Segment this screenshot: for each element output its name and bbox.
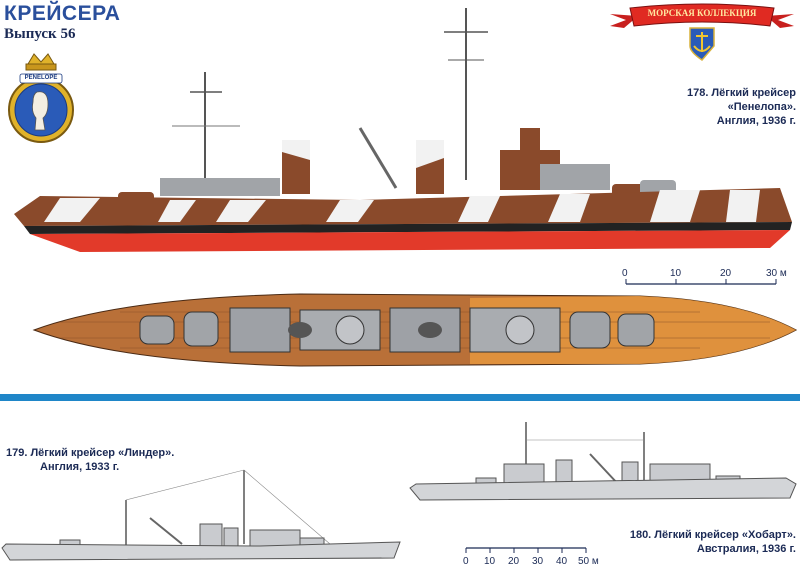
caption-penelope-line2: «Пенелопа». <box>727 101 796 113</box>
penelope-side-profile <box>0 0 800 260</box>
scale-top-tick-0: 0 <box>622 268 628 279</box>
caption-hobart: 180. Лёгкий крейсер «Хобарт». Австралия,… <box>576 528 796 556</box>
caption-hobart-line1: 180. Лёгкий крейсер «Хобарт». <box>629 529 796 541</box>
scale-top-tick-20: 20 <box>720 268 732 279</box>
crest-name-label: PENELOPE <box>24 75 58 81</box>
series-title: КРЕЙСЕРА <box>4 2 121 25</box>
caption-penelope: 178. Лёгкий крейсер «Пенелопа». Англия, … <box>616 86 796 128</box>
section-divider <box>0 394 800 401</box>
scale-bottom-tick-10: 10 <box>484 556 496 567</box>
hobart-side-profile <box>406 414 800 516</box>
scale-bar-top: 0 10 20 30 м <box>616 264 796 294</box>
caption-penelope-line3: Англия, 1936 г. <box>716 115 796 127</box>
scale-top-tick-10: 10 <box>670 268 682 279</box>
leander-side-profile <box>0 464 410 564</box>
caption-leander-line2: Англия, 1933 г. <box>40 461 120 473</box>
scale-bar-bottom: 0 10 20 30 40 50 м <box>456 540 606 570</box>
ship-crest-emblem: PENELOPE <box>6 52 76 152</box>
crest-icon <box>8 53 74 143</box>
scale-bottom-tick-0: 0 <box>463 556 469 567</box>
caption-penelope-line1: 178. Лёгкий крейсер <box>686 87 796 99</box>
scale-top-tick-30: 30 м <box>766 268 787 279</box>
caption-hobart-line2: Австралия, 1936 г. <box>696 543 796 555</box>
scale-bottom-tick-20: 20 <box>508 556 520 567</box>
scale-bottom-tick-40: 40 <box>556 556 568 567</box>
caption-leander: 179. Лёгкий крейсер «Линдер». Англия, 19… <box>6 446 206 474</box>
scale-bottom-tick-50: 50 м <box>578 556 599 567</box>
ribbon-text: МОРСКАЯ КОЛЛЕКЦИЯ <box>647 8 757 18</box>
penelope-top-view <box>0 286 800 378</box>
scale-bottom-tick-30: 30 <box>532 556 544 567</box>
anchor-shield-icon <box>610 3 794 61</box>
caption-leander-line1: 179. Лёгкий крейсер «Линдер». <box>6 447 175 459</box>
collection-ribbon-badge: МОРСКАЯ КОЛЛЕКЦИЯ <box>608 2 796 64</box>
issue-number: Выпуск 56 <box>4 26 76 42</box>
